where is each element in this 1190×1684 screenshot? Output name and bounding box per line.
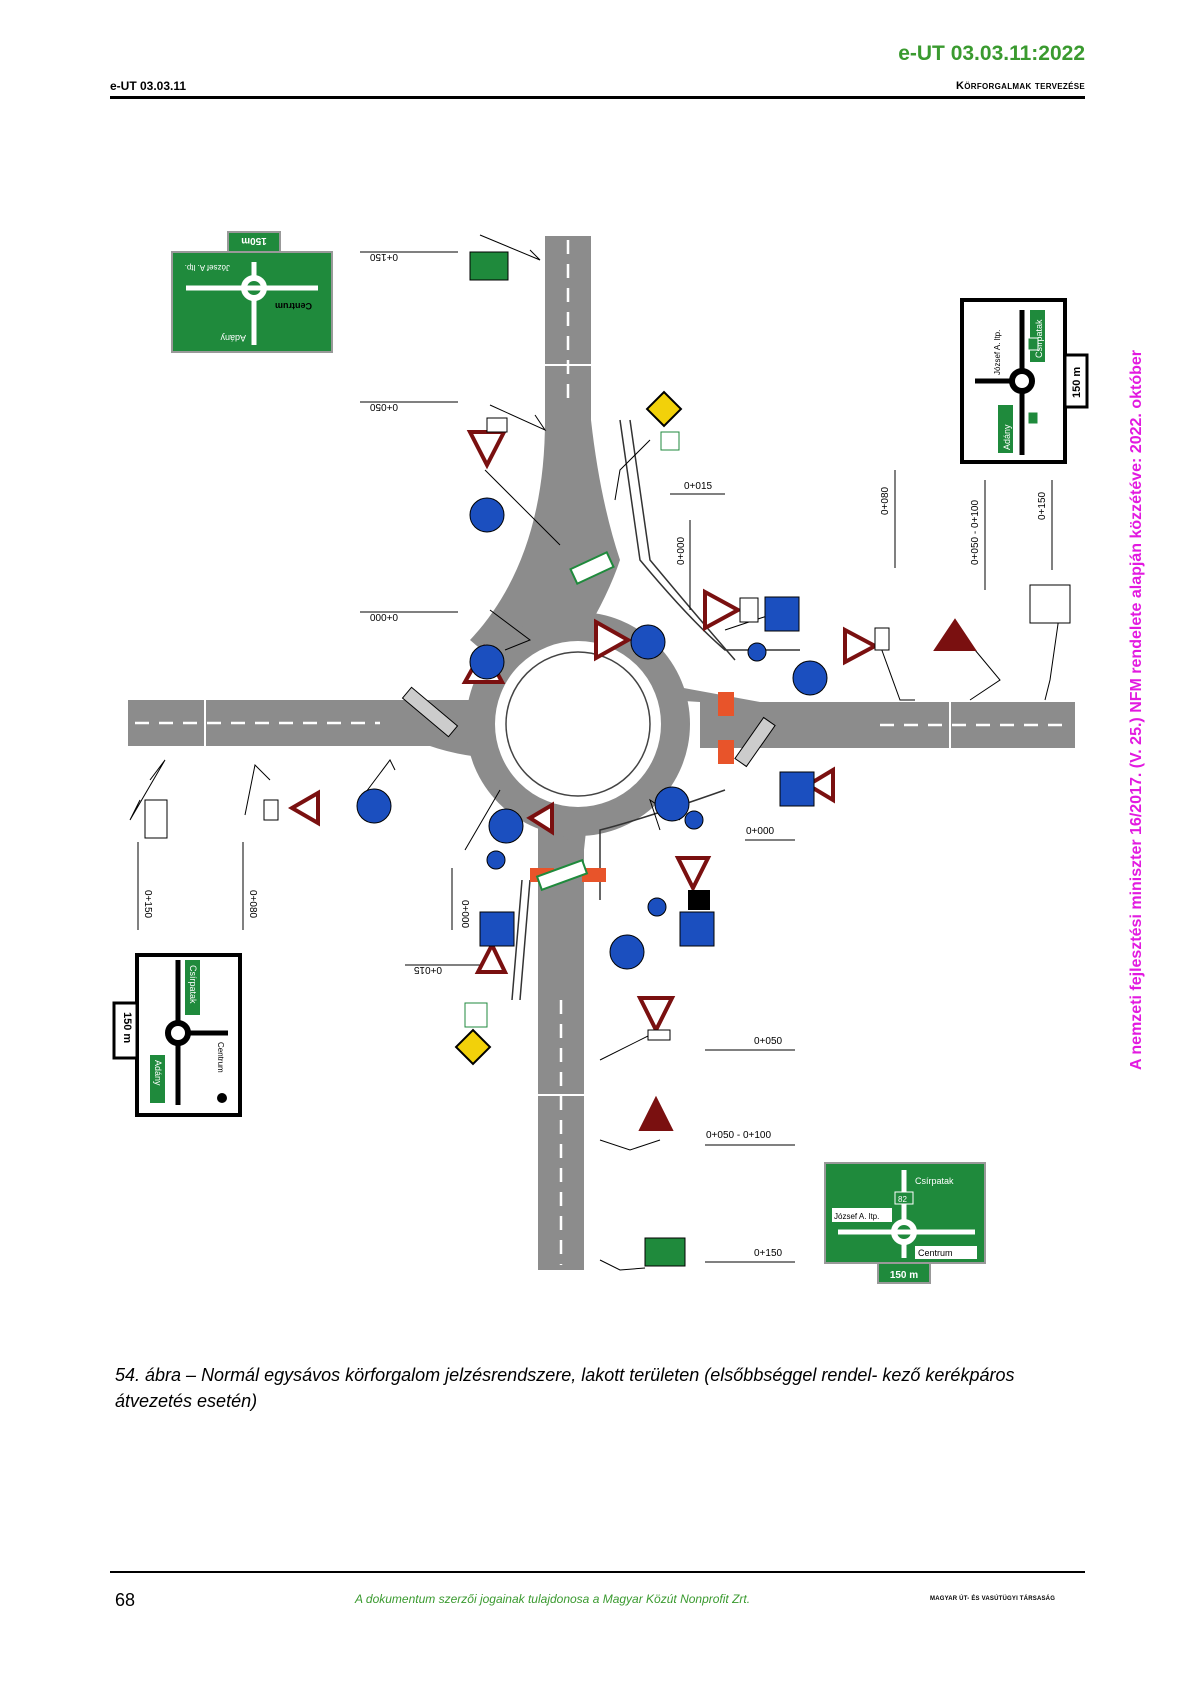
- yield-sign-inner-s: [526, 801, 554, 836]
- city-jozsef-east: József A. ltp.: [993, 330, 1002, 375]
- keep-right-sign-north: [469, 497, 505, 533]
- figure-caption: 54. ábra – Normál egysávos körforgalom j…: [115, 1365, 1015, 1411]
- plate-north: [486, 417, 508, 433]
- board-east: [1029, 584, 1071, 624]
- dist-label-west: 150 m: [121, 1012, 133, 1043]
- yield-sign-inner-n: [594, 618, 633, 662]
- yield-sign-se: [804, 766, 835, 804]
- dist-label-east: 150 m: [1071, 367, 1083, 398]
- chainage-se-000: 0+000: [746, 826, 775, 837]
- cycle-sign-ne: [747, 642, 767, 662]
- warning-sign-south: [474, 940, 509, 974]
- advance-direction-sign-west: 150 m Csírpatak Centrum Adány: [112, 953, 242, 1117]
- yield-sign-south-e: [674, 856, 712, 893]
- direction-board-east: [734, 716, 776, 768]
- chainage-south-000: 0+000: [459, 900, 470, 929]
- roundabout-warning-south: [638, 1095, 674, 1131]
- plate-south: [647, 1029, 671, 1041]
- chainage-north-150: 0+150: [369, 251, 398, 262]
- city-centrum-north: Centrum: [275, 301, 312, 311]
- cycle-sign-s: [647, 897, 667, 917]
- roundabout-sign-north: [630, 624, 666, 660]
- plate-east: [874, 627, 890, 651]
- plate-priority-north: [660, 431, 680, 451]
- roundabout-sign-west: [469, 644, 505, 680]
- chainage-north-000: 0+000: [369, 611, 398, 622]
- roundabout-warning-east: [933, 618, 977, 651]
- dist-label-north: 150m: [241, 235, 267, 246]
- plate-west: [263, 799, 279, 821]
- plate-priority-south: [464, 1002, 488, 1028]
- chainage-south-050: 0+050: [754, 1036, 783, 1047]
- direction-sign-small-north: [469, 251, 509, 281]
- city-centrum-west: Centrum: [216, 1042, 225, 1073]
- roundabout-sign-south: [488, 808, 524, 844]
- advance-direction-sign-north: 150m Centrum József A. ltp. Adány: [171, 231, 333, 353]
- yield-sign-east: [843, 626, 880, 666]
- direction-sign-small-south: [644, 1237, 686, 1267]
- city-csalpatak-west: Csírpatak: [188, 965, 198, 1004]
- city-jozsef-south: József A. ltp.: [834, 1212, 879, 1221]
- direction-board-north: [569, 550, 615, 586]
- city-csalpatak-east: Csírpatak: [1034, 319, 1044, 358]
- city-adony-east: Adány: [1002, 424, 1012, 450]
- yield-sign-ne: [703, 588, 743, 632]
- cycle-sign-se: [684, 810, 704, 830]
- header-title: Körforgalmak tervezése: [955, 80, 1085, 92]
- city-adony-west: Adány: [153, 1060, 163, 1086]
- chainage-labels: 0+150 0+050 0+000 0+015 0+000 0+080 0+05…: [137, 251, 1053, 1263]
- advance-direction-sign-east: 150 m Csírpatak József A. ltp. Adány: [960, 298, 1089, 464]
- chainage-ne-015: 0+015: [684, 481, 713, 492]
- chainage-east-080: 0+080: [880, 486, 891, 515]
- yield-sign-north: [466, 430, 508, 470]
- roundabout-sign-east: [654, 786, 690, 822]
- city-csalpatak-south: Csírpatak: [915, 1176, 954, 1186]
- board-west: [144, 799, 168, 839]
- city-jozsef-north: József A. ltp.: [185, 263, 230, 272]
- priority-road-sign-south: [454, 1028, 492, 1066]
- direction-board-south: [535, 858, 589, 892]
- road-network: [128, 236, 1075, 1270]
- chainage-south-050-100: 0+050 - 0+100: [706, 1130, 771, 1141]
- keep-right-sign-west: [356, 788, 392, 824]
- header-rule: [110, 96, 1085, 99]
- yield-sign-west: [287, 789, 320, 827]
- chainage-south-150: 0+150: [754, 1248, 783, 1259]
- chainage-west-080: 0+080: [247, 890, 258, 919]
- chainage-east-150: 0+150: [1037, 491, 1048, 520]
- crossing-sign-ne: [764, 596, 800, 632]
- header-doc-code: e-UT 03.03.11: [110, 79, 187, 93]
- yield-sign-south: [636, 996, 676, 1035]
- page-number: 68: [115, 1590, 136, 1610]
- footer-copyright: A dokumentum szerzői jogainak tulajdonos…: [355, 1592, 751, 1606]
- crossing-sign-sw: [479, 911, 515, 947]
- chainage-south-015: 0+015: [413, 964, 442, 975]
- chainage-ne-000: 0+000: [676, 536, 687, 565]
- chainage-east-050-100: 0+050 - 0+100: [970, 500, 981, 565]
- publisher-logo: MAGYAR ÚT- ÉS VASÚTÜGYI TÁRSASÁG: [930, 1596, 1056, 1602]
- crossing-sign-s: [679, 911, 715, 947]
- city-centrum-south: Centrum: [918, 1248, 953, 1258]
- city-adony-north: Adány: [220, 333, 246, 343]
- dist-label-south: 150 m: [890, 1270, 918, 1281]
- chainage-north-050: 0+050: [369, 401, 398, 412]
- crossing-sign-se: [779, 771, 815, 807]
- plate-south-e: [688, 890, 710, 910]
- chainage-west-150: 0+150: [142, 890, 153, 919]
- plate-ne: [739, 597, 759, 623]
- keep-right-sign-south: [609, 934, 645, 970]
- keep-right-sign-east: [792, 660, 828, 696]
- direction-board-west: [401, 686, 459, 738]
- priority-road-sign-north: [645, 390, 683, 428]
- route-82-south: 82: [898, 1195, 907, 1204]
- advance-direction-sign-south: 150 m Csírpatak József A. ltp. Centrum 8…: [824, 1162, 986, 1284]
- footer-rule: [110, 1571, 1085, 1573]
- traffic-signs: [144, 251, 1071, 1267]
- header-doc-code-full: e-UT 03.03.11:2022: [898, 42, 1085, 65]
- cycle-sign-sw: [486, 850, 506, 870]
